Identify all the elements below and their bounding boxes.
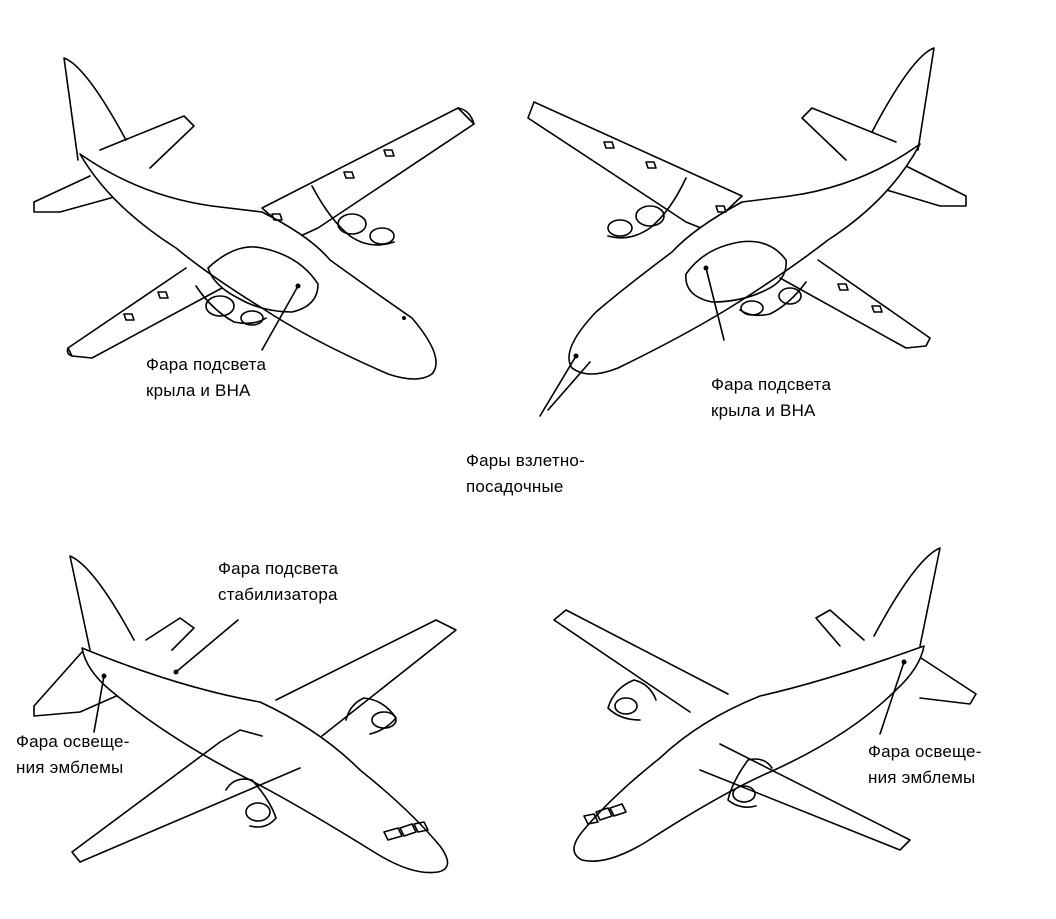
leader-landing-lights-2 [547, 361, 591, 411]
engine-upper [607, 177, 687, 239]
engine-near [727, 758, 773, 808]
aircraft-top-left [33, 57, 475, 380]
label-emblem-light-left: Фара освеще- ния эмблемы [16, 729, 130, 781]
aircraft-bottom-left [33, 555, 457, 874]
leader-emblem-light-right [879, 661, 905, 735]
label-wing-light-left: Фара подсвета крыла и ВНА [146, 352, 266, 404]
label-line-2: ния эмблемы [16, 758, 124, 777]
aircraft-top-right [527, 47, 967, 417]
leader-emblem-light-left [93, 675, 105, 733]
label-line-2: стабилизатора [218, 585, 338, 604]
wing-upper [261, 107, 475, 239]
stabilizer-right [99, 115, 195, 169]
fin [871, 47, 935, 151]
stabilizer-left [801, 107, 897, 161]
label-line-1: Фара освеще- [16, 732, 130, 751]
label-emblem-light-right: Фара освеще- ния эмблемы [868, 739, 982, 791]
label-line-2: ния эмблемы [868, 768, 976, 787]
label-line-1: Фара подсвета [146, 355, 267, 374]
fuselage [568, 143, 921, 375]
engine-far [607, 679, 657, 721]
engine-upper [311, 185, 395, 246]
fuselage [573, 645, 925, 862]
label-line-2: посадочные [466, 477, 564, 496]
leader-stabilizer-light [175, 619, 239, 673]
wing-near [699, 743, 911, 851]
fin [63, 57, 127, 161]
label-landing-lights: Фары взлетно- посадочные [466, 448, 585, 500]
leader-landing-lights-1 [539, 355, 577, 417]
label-line-1: Фара подсвета [711, 375, 832, 394]
wing-lower [779, 259, 931, 349]
label-line-1: Фара подсвета [218, 559, 339, 578]
label-line-2: крыла и ВНА [711, 401, 816, 420]
wing-far [275, 619, 457, 737]
label-line-1: Фара освеще- [868, 742, 982, 761]
engine-lower [195, 285, 267, 325]
label-line-1: Фары взлетно- [466, 451, 585, 470]
label-line-2: крыла и ВНА [146, 381, 251, 400]
fairing [685, 240, 787, 303]
leader-wing-light-left [261, 285, 299, 351]
wing-upper [527, 101, 743, 231]
wing-lower [67, 267, 223, 359]
label-wing-light-right: Фара подсвета крыла и ВНА [711, 372, 831, 424]
fuselage [81, 647, 449, 874]
fuselage [79, 153, 437, 380]
wing-far [553, 609, 729, 713]
aircraft-bottom-right [553, 547, 977, 862]
fairing [207, 246, 319, 313]
wing-near [71, 741, 301, 863]
leader-wing-light-right [705, 267, 725, 341]
engine-far [345, 697, 397, 735]
stabilizer-right [879, 165, 967, 207]
engine-near [225, 778, 277, 828]
fin [69, 555, 135, 651]
fin [873, 547, 941, 647]
stabilizer-near [33, 651, 131, 717]
label-stabilizer-light: Фара подсвета стабилизатора [218, 556, 338, 608]
stabilizer-left [33, 175, 119, 213]
stabilizer-far [145, 617, 195, 651]
stabilizer-far [815, 609, 865, 647]
